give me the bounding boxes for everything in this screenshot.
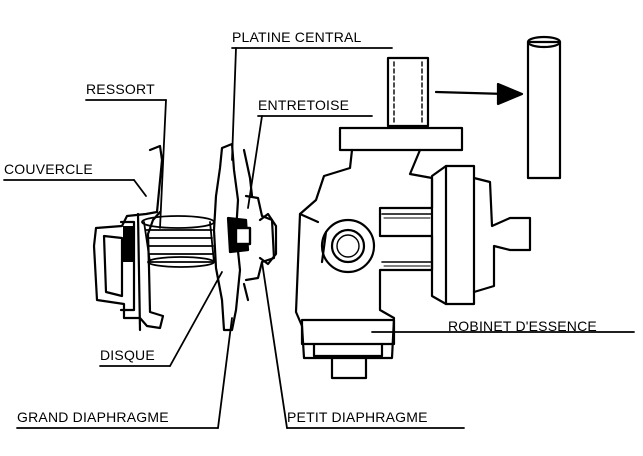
label-couvercle: COUVERCLE — [4, 161, 93, 177]
label-platine-central: PLATINE CENTRAL — [232, 29, 362, 45]
couvercle-part — [92, 144, 165, 332]
label-disque: DISQUE — [100, 347, 155, 363]
label-entretoise: ENTRETOISE — [258, 97, 350, 113]
label-robinet-essence: ROBINET D'ESSENCE — [448, 318, 597, 334]
leader-lines — [3, 47, 635, 429]
diaphragm-stack — [212, 142, 278, 332]
flow-arrow-icon — [434, 82, 524, 106]
pump-body-part — [294, 56, 532, 380]
label-petit-diaphragme: PETIT DIAPHRAGME — [287, 409, 428, 425]
outlet-cylinder — [526, 35, 562, 180]
label-grand-diaphragme: GRAND DIAPHRAGME — [17, 409, 169, 425]
label-ressort: RESSORT — [86, 81, 155, 97]
